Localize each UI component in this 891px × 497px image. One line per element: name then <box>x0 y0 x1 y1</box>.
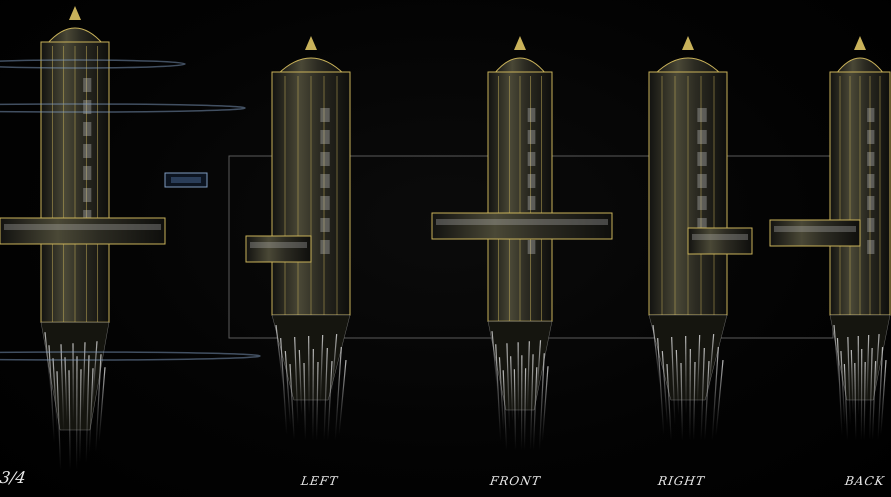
view-label-left: LEFT <box>300 474 340 488</box>
station-front <box>431 36 613 451</box>
station-right <box>648 36 753 441</box>
floating-panel <box>164 172 208 188</box>
station-three-quarter <box>0 6 261 471</box>
view-label-three-quarter: 3/4 <box>0 468 28 487</box>
view-label-back: BACK <box>844 474 886 488</box>
station-back <box>769 36 891 441</box>
station-left <box>245 36 351 441</box>
view-label-front: FRONT <box>489 474 542 488</box>
view-label-right: RIGHT <box>657 474 706 488</box>
